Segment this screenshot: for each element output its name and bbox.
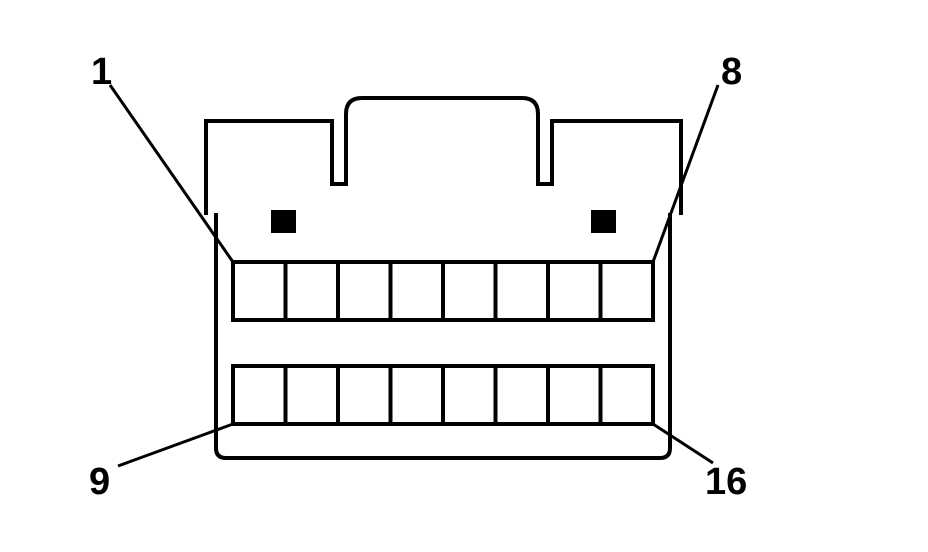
connector-housing: [204, 96, 683, 215]
pin-label-9: 9: [89, 461, 110, 503]
pin-cavity-2: [283, 260, 340, 322]
pin-cavity-6: [493, 260, 550, 322]
leader-line-pin-1: [108, 84, 235, 263]
pin-label-8: 8: [721, 51, 742, 93]
leader-line-pin-9: [117, 422, 234, 468]
pin-cavity-1: [231, 260, 288, 322]
leader-line-pin-16: [652, 422, 714, 465]
pin-cavity-10: [283, 364, 340, 426]
pin-cavity-16: [598, 364, 655, 426]
pin-cavity-5: [441, 260, 498, 322]
pin-cavity-14: [493, 364, 550, 426]
pin-cavity-12: [388, 364, 445, 426]
pin-cavity-4: [388, 260, 445, 322]
pin-label-16: 16: [705, 461, 747, 503]
top-pin-row: [231, 260, 655, 322]
pin-cavity-9: [231, 364, 288, 426]
leader-line-pin-8: [651, 84, 720, 263]
pin-cavity-7: [546, 260, 603, 322]
connector-body-frame: [214, 213, 672, 460]
right-key-mark: [591, 210, 616, 233]
pin-cavity-3: [336, 260, 393, 322]
pin-cavity-11: [336, 364, 393, 426]
pin-label-1: 1: [91, 51, 112, 93]
pin-cavity-13: [441, 364, 498, 426]
pin-cavity-8: [598, 260, 655, 322]
left-key-mark: [271, 210, 296, 233]
bottom-pin-row: [231, 364, 655, 426]
pin-cavity-15: [546, 364, 603, 426]
